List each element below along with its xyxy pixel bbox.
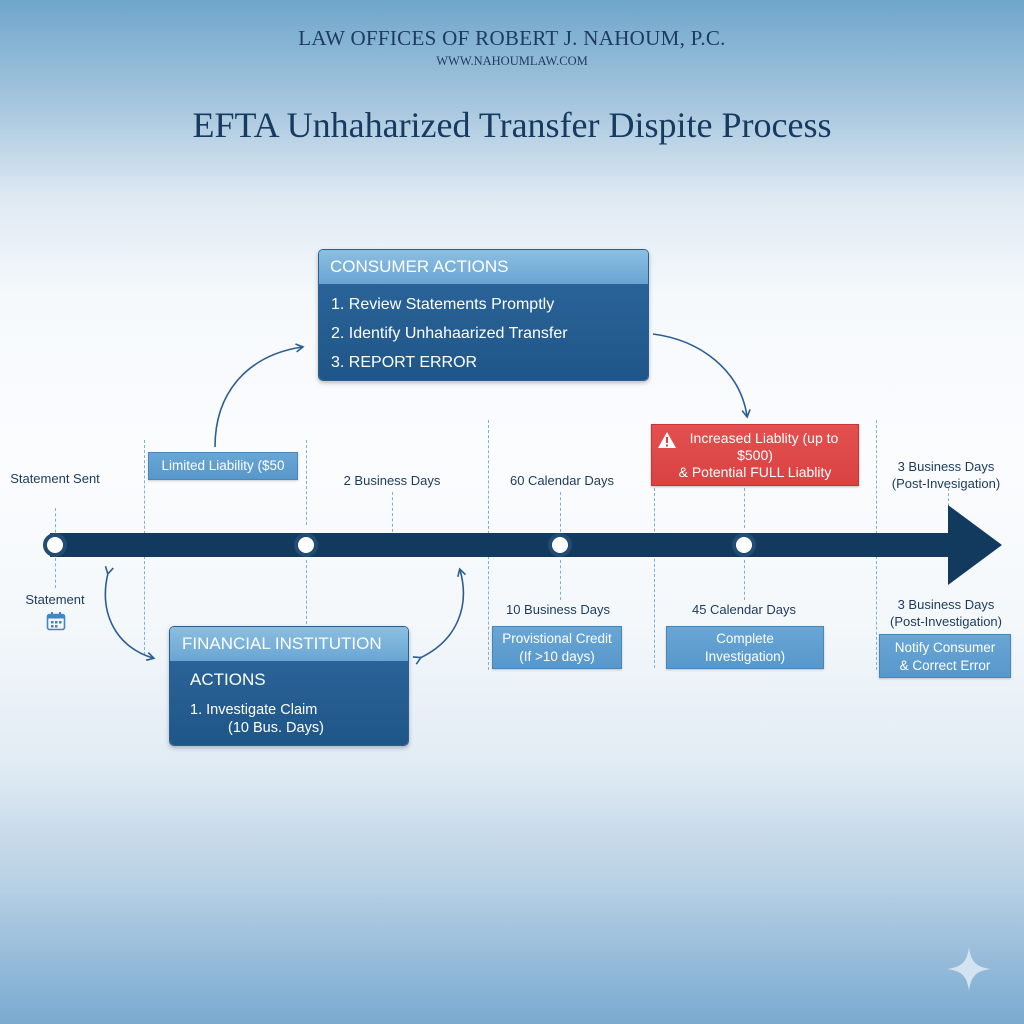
timeline-node-two-business-days[interactable] — [294, 533, 318, 557]
timeline-bar — [50, 533, 950, 557]
firm-name: LAW OFFICES OF ROBERT J. NAHOUM, P.C. — [298, 26, 726, 50]
three-business-days-top-line1: 3 Business Days — [897, 459, 995, 474]
notify-consumer-line1: Notify Consumer — [894, 640, 996, 655]
consumer-actions-heading: CONSUMER ACTIONS — [319, 250, 648, 284]
arrow-statement-to-fin — [104, 566, 156, 661]
page-title: EFTA Unhaharized Transfer Dispite Proces… — [192, 105, 832, 145]
increased-liability-line1: Increased Liablity (up to — [689, 430, 839, 446]
guide-line — [654, 488, 655, 668]
consumer-actions-list: 1. Review Statements Promptly 2. Identif… — [319, 284, 648, 380]
guide-line — [560, 560, 561, 600]
three-business-days-top-line2: (Post-Invesigation) — [891, 476, 1001, 491]
notify-consumer-line2: & Correct Error — [899, 658, 991, 673]
timeline-node-forty-five-days[interactable] — [732, 533, 756, 557]
three-business-days-top-label: 3 Business Days (Post-Invesigation) — [876, 458, 1016, 492]
timeline-arrowhead — [948, 505, 1002, 585]
timeline-node-statement-sent[interactable] — [43, 533, 67, 557]
three-business-days-bottom-line2: (Post-Investigation) — [890, 614, 1002, 629]
guide-line — [744, 488, 745, 528]
statement-text: Statement — [25, 592, 85, 607]
limited-liability-box: Limited Liability ($50 — [148, 452, 298, 480]
provisional-credit-line2: (If >10 days) — [519, 649, 595, 664]
financial-institution-heading: FINANCIAL INSTITUTION — [170, 627, 408, 661]
financial-institution-subheading: ACTIONS — [190, 670, 266, 689]
guide-line — [560, 492, 561, 532]
arrow-fin-to-twodays — [412, 567, 467, 665]
guide-line — [392, 492, 393, 532]
limited-liability-text: Limited Liability ($50 — [161, 458, 285, 473]
timeline-arrow — [50, 505, 1002, 585]
provisional-credit-box: Provistional Credit (If >10 days) — [492, 626, 622, 669]
increased-liability-line2: $500) — [737, 447, 773, 463]
financial-institution-panel: FINANCIAL INSTITUTION ACTIONS 1. Investi… — [169, 626, 409, 746]
guide-line — [55, 508, 56, 538]
complete-investigation-line2: Investigation) — [704, 649, 786, 664]
increased-liability-box: Increased Liablity (up to $500) & Potent… — [651, 424, 859, 486]
guide-line — [306, 560, 307, 624]
complete-investigation-box: Complete Investigation) — [666, 626, 824, 669]
increased-liability-line3: & Potential FULL Liablity — [678, 464, 832, 480]
financial-institution-item-detail: (10 Bus. Days) — [228, 720, 324, 736]
three-business-days-bottom-line1: 3 Business Days — [897, 597, 995, 612]
statement-sent-text: Statement Sent — [10, 471, 100, 486]
arrow-consumer-to-increased — [652, 333, 751, 419]
sparkle-icon — [947, 947, 991, 991]
sixty-calendar-days-label: 60 Calendar Days — [509, 473, 615, 488]
statement-label: Statement — [10, 592, 100, 607]
consumer-action-item: 3. REPORT ERROR — [331, 354, 478, 371]
notify-consumer-box: Notify Consumer & Correct Error — [879, 634, 1011, 678]
financial-institution-body: ACTIONS 1. Investigate Claim (10 Bus. Da… — [170, 661, 408, 745]
timeline-node-sixty-calendar-days[interactable] — [548, 533, 572, 557]
two-business-days-label: 2 Business Days — [343, 473, 441, 488]
ten-business-days-label: 10 Business Days — [505, 602, 611, 617]
forty-five-calendar-days-label: 45 Calendar Days — [691, 602, 797, 617]
warning-triangle-icon — [658, 432, 676, 448]
firm-website: WWW.NAHOUMLAW.COM — [436, 54, 588, 68]
financial-institution-item: 1. Investigate Claim — [190, 702, 318, 718]
provisional-credit-line1: Provistional Credit — [502, 631, 612, 646]
consumer-actions-panel: CONSUMER ACTIONS 1. Review Statements Pr… — [318, 249, 649, 381]
guide-line — [55, 558, 56, 588]
complete-investigation-line1: Complete — [716, 631, 774, 646]
calendar-icon — [46, 612, 66, 631]
three-business-days-bottom-label: 3 Business Days (Post-Investigation) — [876, 596, 1016, 630]
guide-line — [744, 560, 745, 600]
statement-sent-label: Statement Sent — [10, 470, 100, 487]
arrow-limited-to-consumer — [214, 343, 305, 448]
guide-line — [306, 440, 307, 525]
consumer-action-item: 1. Review Statements Promptly — [331, 296, 555, 313]
consumer-action-item: 2. Identify Unhahaarized Transfer — [331, 325, 568, 342]
